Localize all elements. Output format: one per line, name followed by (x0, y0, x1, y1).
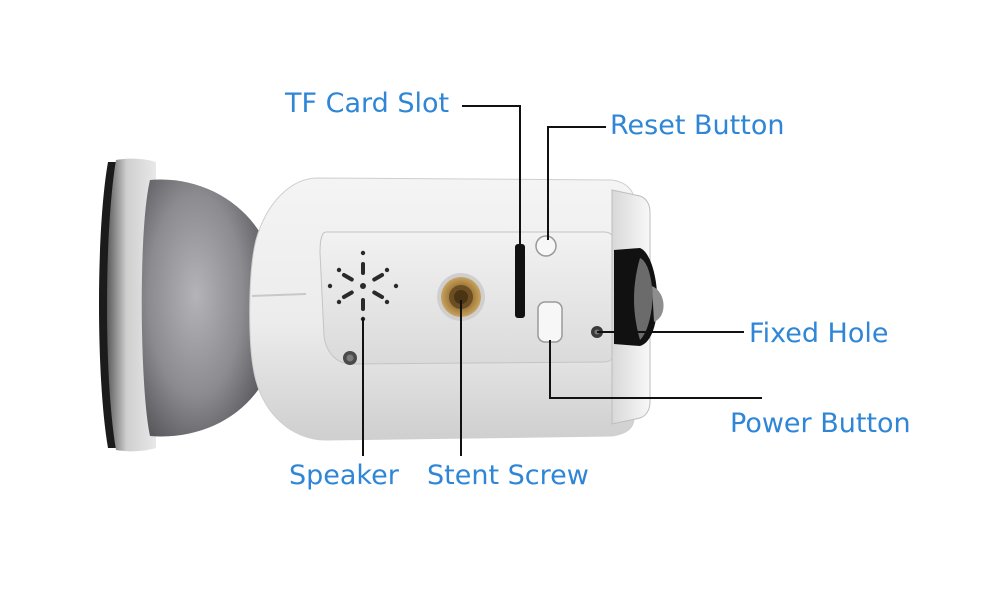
leader-lines (362, 105, 762, 456)
label-reset-button: Reset Button (610, 110, 785, 141)
label-speaker: Speaker (289, 460, 399, 491)
label-fixed-hole: Fixed Hole (749, 318, 889, 349)
speaker-grille (327, 250, 399, 322)
mount-dome (141, 179, 262, 437)
power-button-switch (537, 301, 563, 343)
tf-card-slot (515, 244, 525, 318)
label-tf-card-slot: TF Card Slot (285, 88, 450, 119)
label-stent-screw: Stent Screw (427, 460, 589, 491)
leader-line-tf-card-slot (462, 105, 521, 244)
panel-screw (343, 351, 357, 365)
reset-button-hole (535, 235, 557, 257)
stent-screw (437, 273, 485, 321)
label-power-button: Power Button (730, 408, 911, 439)
leader-line-power-button (549, 340, 762, 399)
leader-line-reset-button (547, 126, 606, 240)
lens-housing (611, 189, 664, 425)
